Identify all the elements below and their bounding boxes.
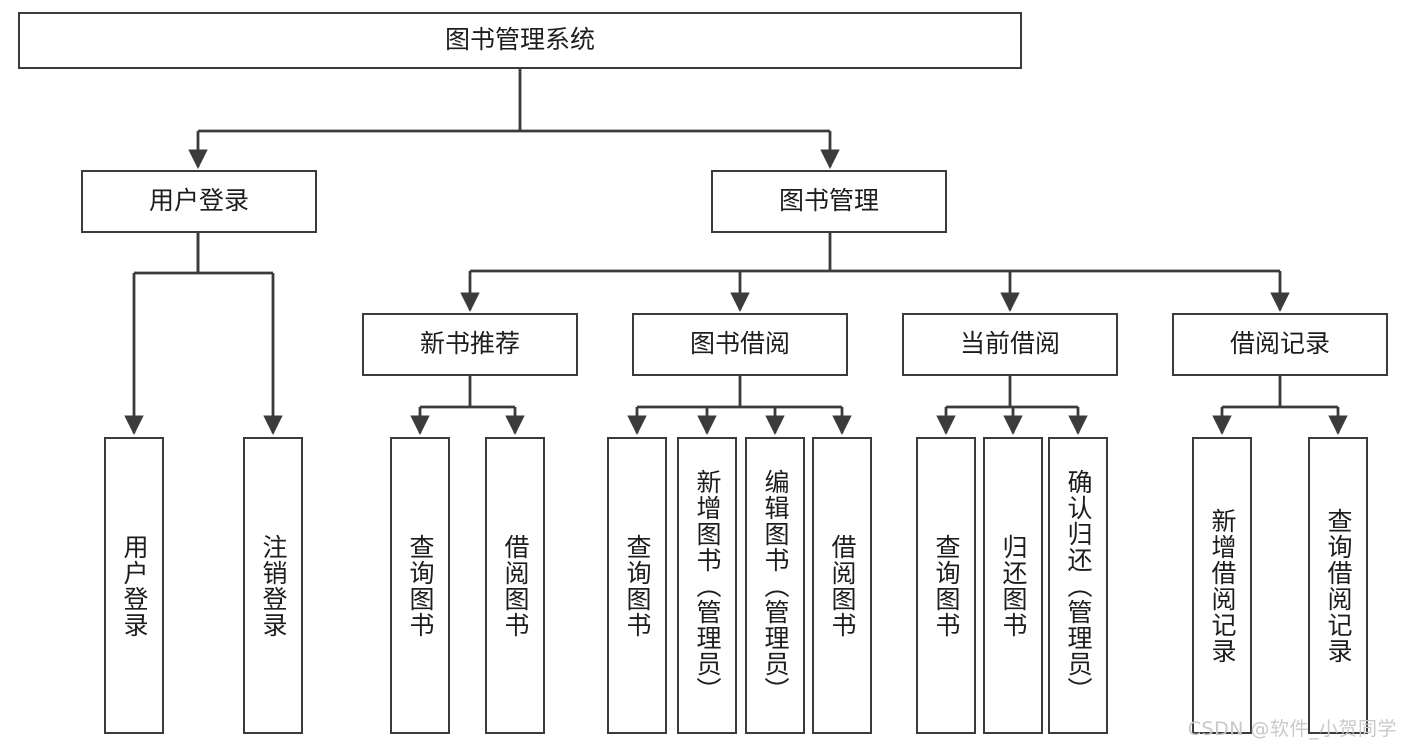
node-label: 用户登录: [148, 186, 249, 216]
node-current-borrow[interactable]: 当前借阅: [902, 313, 1118, 376]
node-leaf-cur-return-book[interactable]: 归还图书: [983, 437, 1043, 734]
node-leaf-rec-query-book[interactable]: 查询图书: [390, 437, 450, 734]
node-leaf-borrow-edit-book[interactable]: 编辑图书（管理员）: [745, 437, 805, 734]
node-leaf-cur-query-book[interactable]: 查询图书: [916, 437, 976, 734]
node-label: 新增借阅记录: [1208, 507, 1237, 664]
node-label: 图书管理: [778, 186, 879, 216]
node-leaf-cur-confirm-return[interactable]: 确认归还（管理员）: [1048, 437, 1108, 734]
node-leaf-borrow-query-book[interactable]: 查询图书: [607, 437, 667, 734]
node-label: 用户登录: [120, 533, 149, 638]
node-label: 当前借阅: [959, 329, 1060, 359]
node-label: 注销登录: [259, 533, 288, 638]
csdn-watermark: CSDN @软件_小贺同学: [1187, 718, 1397, 740]
node-leaf-record-add[interactable]: 新增借阅记录: [1192, 437, 1252, 734]
node-label: 归还图书: [999, 533, 1028, 638]
node-root-system[interactable]: 图书管理系统: [18, 12, 1022, 69]
node-label: 查询借阅记录: [1324, 507, 1353, 664]
node-label: 查询图书: [406, 533, 435, 638]
node-leaf-borrow-borrow-book[interactable]: 借阅图书: [812, 437, 872, 734]
node-label: 确认归还（管理员）: [1064, 468, 1093, 703]
node-leaf-borrow-add-book[interactable]: 新增图书（管理员）: [677, 437, 737, 734]
node-book-manage[interactable]: 图书管理: [711, 170, 947, 233]
node-label: 查询图书: [932, 533, 961, 638]
node-label: 图书借阅: [689, 329, 790, 359]
node-label: 借阅图书: [828, 533, 857, 638]
node-book-borrow[interactable]: 图书借阅: [632, 313, 848, 376]
node-label: 借阅记录: [1229, 329, 1330, 359]
node-label: 查询图书: [623, 533, 652, 638]
node-label: 编辑图书（管理员）: [761, 468, 790, 703]
node-leaf-user-logout[interactable]: 注销登录: [243, 437, 303, 734]
node-leaf-record-query[interactable]: 查询借阅记录: [1308, 437, 1368, 734]
node-user-login[interactable]: 用户登录: [81, 170, 317, 233]
node-borrow-record[interactable]: 借阅记录: [1172, 313, 1388, 376]
node-leaf-rec-borrow-book[interactable]: 借阅图书: [485, 437, 545, 734]
node-label: 图书管理系统: [444, 25, 595, 55]
node-label: 新书推荐: [419, 329, 520, 359]
node-leaf-user-login[interactable]: 用户登录: [104, 437, 164, 734]
node-label: 借阅图书: [501, 533, 530, 638]
node-label: 新增图书（管理员）: [693, 468, 722, 703]
node-new-book-recommend[interactable]: 新书推荐: [362, 313, 578, 376]
